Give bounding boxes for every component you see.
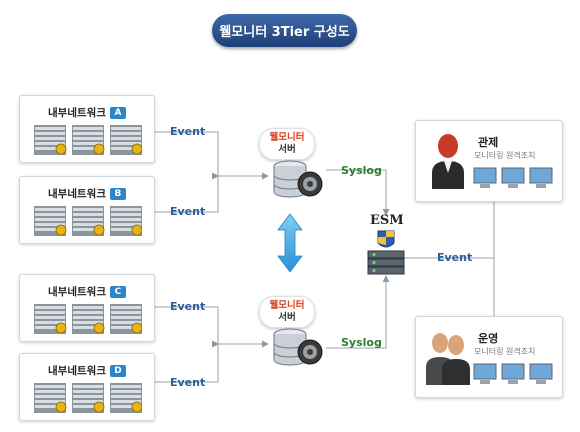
event-label-esm: Event [437,251,473,264]
people-icon [426,333,470,385]
role-title: 관제 [478,136,499,149]
server-rack-icon [34,206,142,236]
role-box-control: 관제 모니터링 원격조치 [415,120,563,202]
esm-label: ESM [370,213,404,228]
monitor-icons [473,167,553,188]
wellmonitor-server-upper-label: 웰모니터 서버 [259,128,315,160]
event-label-a: Event [170,125,206,138]
server-type: 서버 [278,144,296,155]
diagram-title: 웰모니터 3Tier 구성도 [212,14,357,47]
server-name: 웰모니터 [269,300,305,311]
role-subtitle: 모니터링 원격조치 [474,151,536,160]
network-badge: D [109,365,126,377]
server-rack-icon [34,125,142,155]
network-label: 내부네트워크 [48,365,106,377]
wellmonitor-server-lower-label: 웰모니터 서버 [259,296,315,328]
network-label: 내부네트워크 [48,188,106,200]
database-server-icon [273,160,323,198]
network-badge: A [109,107,126,119]
role-box-operation: 운영 모니터링 원격조치 [415,316,563,398]
sync-arrow-icon [277,213,303,273]
monitor-icons [473,363,553,384]
event-label-b: Event [170,205,206,218]
event-label-c: Event [170,300,206,313]
event-label-d: Event [170,376,206,389]
person-icon [432,134,464,189]
network-badge: B [109,188,126,200]
role-title: 운영 [478,332,499,345]
server-name: 웰모니터 [269,132,305,143]
network-badge: C [109,286,126,298]
esm-appliance-icon [367,230,405,275]
network-label: 내부네트워크 [48,107,106,119]
syslog-label-upper: Syslog [341,164,382,177]
server-type: 서버 [278,312,296,323]
role-subtitle: 모니터링 원격조치 [474,347,536,356]
server-rack-icon [34,304,142,334]
server-rack-icon [34,383,142,413]
syslog-label-lower: Syslog [341,336,382,349]
network-label: 내부네트워크 [48,286,106,298]
database-server-icon [273,328,323,366]
